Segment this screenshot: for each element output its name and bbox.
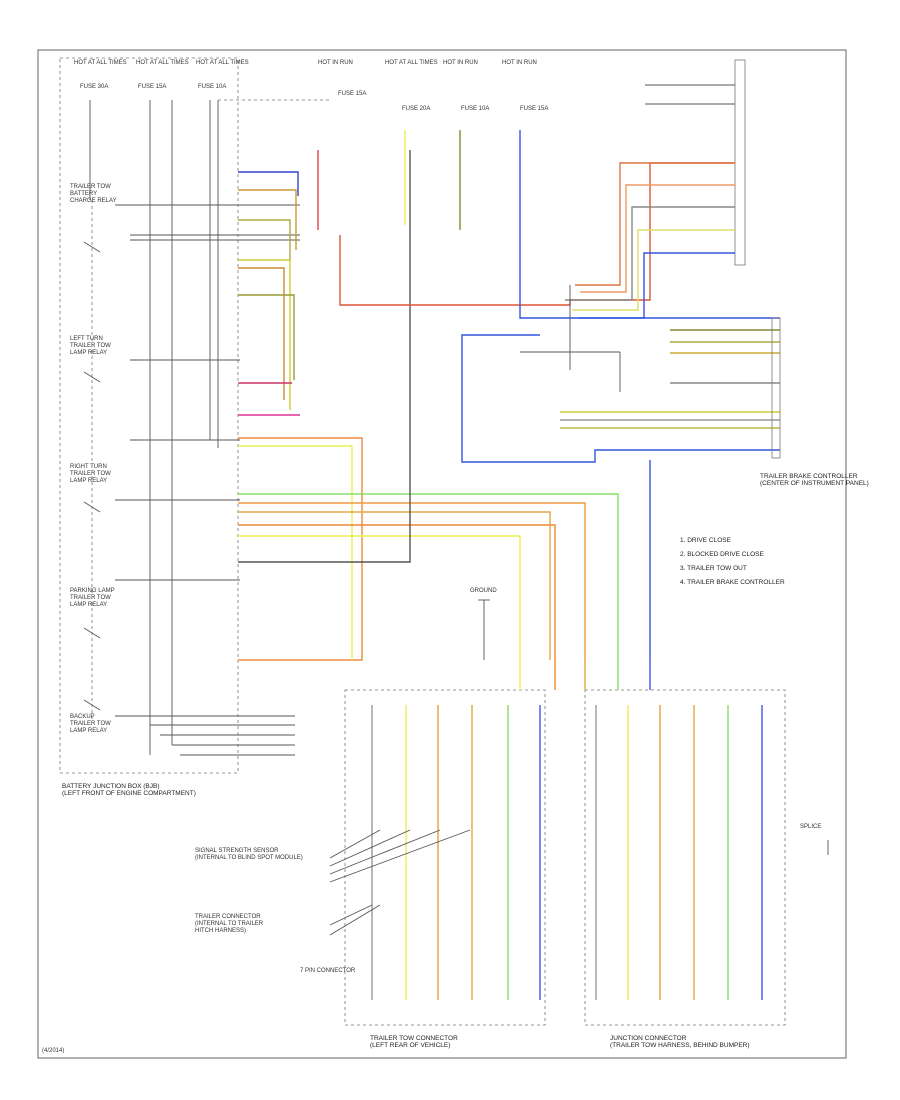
fuse-label-1: FUSE 30A [80,84,108,90]
harness-wires [238,150,619,661]
top-label-3: HOT AT ALL TIMES [196,60,249,66]
top-label-5: HOT AT ALL TIMES [385,60,438,66]
footer-code: (4/2014) [42,1048,64,1054]
legend: 1. DRIVE CLOSE 2. BLOCKED DRIVE CLOSE 3.… [680,537,785,586]
right-connector-upper [565,59,746,319]
callout-labels: SIGNAL STRENGTH SENSOR(INTERNAL TO BLIND… [195,848,356,974]
legend-item-1: 1. DRIVE CLOSE [680,537,732,544]
callout-label-1: SIGNAL STRENGTH SENSOR(INTERNAL TO BLIND… [195,848,303,861]
diagram-border [37,49,847,1059]
relay-switches [83,200,101,720]
top-label-4: HOT IN RUN [318,60,353,66]
left-feed-lines [89,99,330,755]
callout-label-3: 7 PIN CONNECTOR [300,968,356,974]
fuse-label-3: FUSE 10A [198,84,226,90]
fuse-label-6: FUSE 10A [461,106,489,112]
ground-label: GROUND [470,588,497,594]
top-label-group: HOT AT ALL TIMES HOT AT ALL TIMES HOT AT… [74,60,537,66]
right-lower-component: SPLICE [800,824,829,855]
left-module-box [59,57,239,774]
fuse-label-2: FUSE 15A [138,84,166,90]
trailer-connector-lower [344,689,546,1026]
brake-feed-wires [317,130,780,319]
top-label-2: HOT AT ALL TIMES [136,60,189,66]
junction-connector-caption: JUNCTION CONNECTOR(TRAILER TOW HARNESS, … [610,1035,750,1049]
fuse-label-5: FUSE 20A [402,106,430,112]
legend-item-3: 3. TRAILER TOW OUT [680,565,747,572]
trailer-connector-caption: TRAILER TOW CONNECTOR(LEFT REAR OF VEHIC… [370,1035,458,1049]
junction-connector-lower [584,689,786,1026]
top-label-1: HOT AT ALL TIMES [74,60,127,66]
relay-wires [115,204,300,756]
top-label-6: HOT IN RUN [443,60,478,66]
fuse-labels: FUSE 30A FUSE 15A FUSE 10A FUSE 15A FUSE… [80,84,548,112]
fuse-label-4: FUSE 15A [338,91,366,97]
controller-wiring [461,285,781,660]
brake-controller-caption: TRAILER BRAKE CONTROLLER(CENTER OF INSTR… [760,473,869,487]
section-captions: BATTERY JUNCTION BOX (BJB)(LEFT FRONT OF… [62,473,869,1049]
top-label-7: HOT IN RUN [502,60,537,66]
fuse-label-7: FUSE 15A [520,106,548,112]
legend-item-4: 4. TRAILER BRAKE CONTROLLER [680,579,785,586]
ground-symbol: GROUND [470,588,497,660]
right-lower-label: SPLICE [800,824,821,830]
left-module-caption: BATTERY JUNCTION BOX (BJB)(LEFT FRONT OF… [62,783,196,797]
legend-item-2: 2. BLOCKED DRIVE CLOSE [680,551,764,558]
callout-leaders [329,829,471,936]
harness-to-connector-wires [519,660,651,690]
